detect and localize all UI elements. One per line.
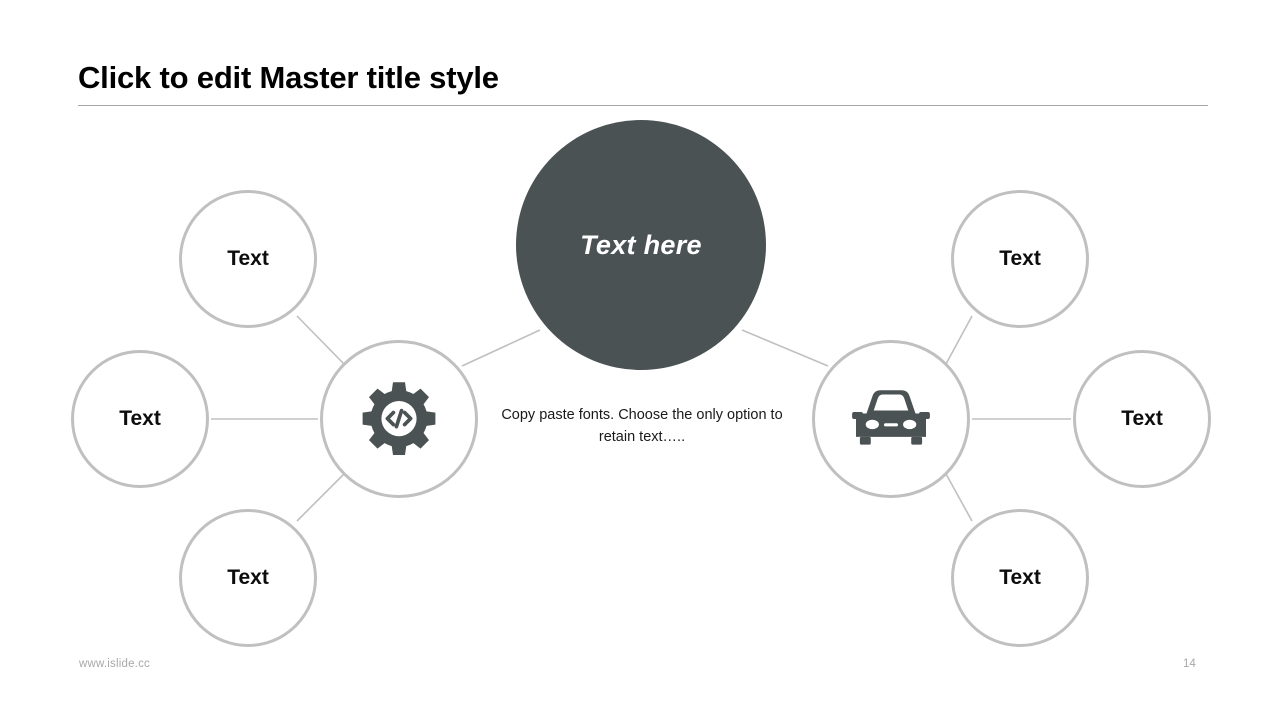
footer-url[interactable]: www.islide.cc bbox=[79, 658, 150, 670]
connector-car-to-top-right bbox=[945, 315, 973, 365]
connector-center-to-gear bbox=[461, 329, 541, 367]
car-hub-circle[interactable] bbox=[812, 340, 970, 498]
body-paragraph: Copy paste fonts. Choose the only option… bbox=[501, 407, 783, 445]
satellite-label: Text bbox=[227, 566, 269, 589]
satellite-label: Text bbox=[1121, 407, 1163, 430]
satellite-label: Text bbox=[999, 247, 1041, 270]
satellite-mid-left[interactable]: Text bbox=[71, 350, 209, 488]
satellite-bottom-left[interactable]: Text bbox=[179, 509, 317, 647]
satellite-top-right[interactable]: Text bbox=[951, 190, 1089, 328]
connector-car-to-bottom-right bbox=[945, 473, 973, 522]
connector-gear-to-top-left bbox=[296, 315, 345, 365]
gear-code-icon bbox=[359, 379, 439, 459]
page-title: Click to edit Master title style bbox=[78, 60, 499, 95]
connector-gear-to-bottom-left bbox=[296, 473, 345, 522]
title-placeholder[interactable]: Click to edit Master title style bbox=[78, 58, 1208, 106]
connector-center-to-car bbox=[741, 329, 829, 367]
satellite-label: Text bbox=[119, 407, 161, 430]
satellite-top-left[interactable]: Text bbox=[179, 190, 317, 328]
footer-page-number: 14 bbox=[1183, 658, 1196, 670]
satellite-mid-right[interactable]: Text bbox=[1073, 350, 1211, 488]
gear-hub-circle[interactable] bbox=[320, 340, 478, 498]
car-icon bbox=[852, 384, 930, 454]
center-circle-label: Text here bbox=[580, 229, 702, 260]
title-divider bbox=[78, 105, 1208, 106]
satellite-label: Text bbox=[227, 247, 269, 270]
satellite-label: Text bbox=[999, 566, 1041, 589]
center-circle[interactable]: Text here bbox=[516, 120, 766, 370]
satellite-bottom-right[interactable]: Text bbox=[951, 509, 1089, 647]
